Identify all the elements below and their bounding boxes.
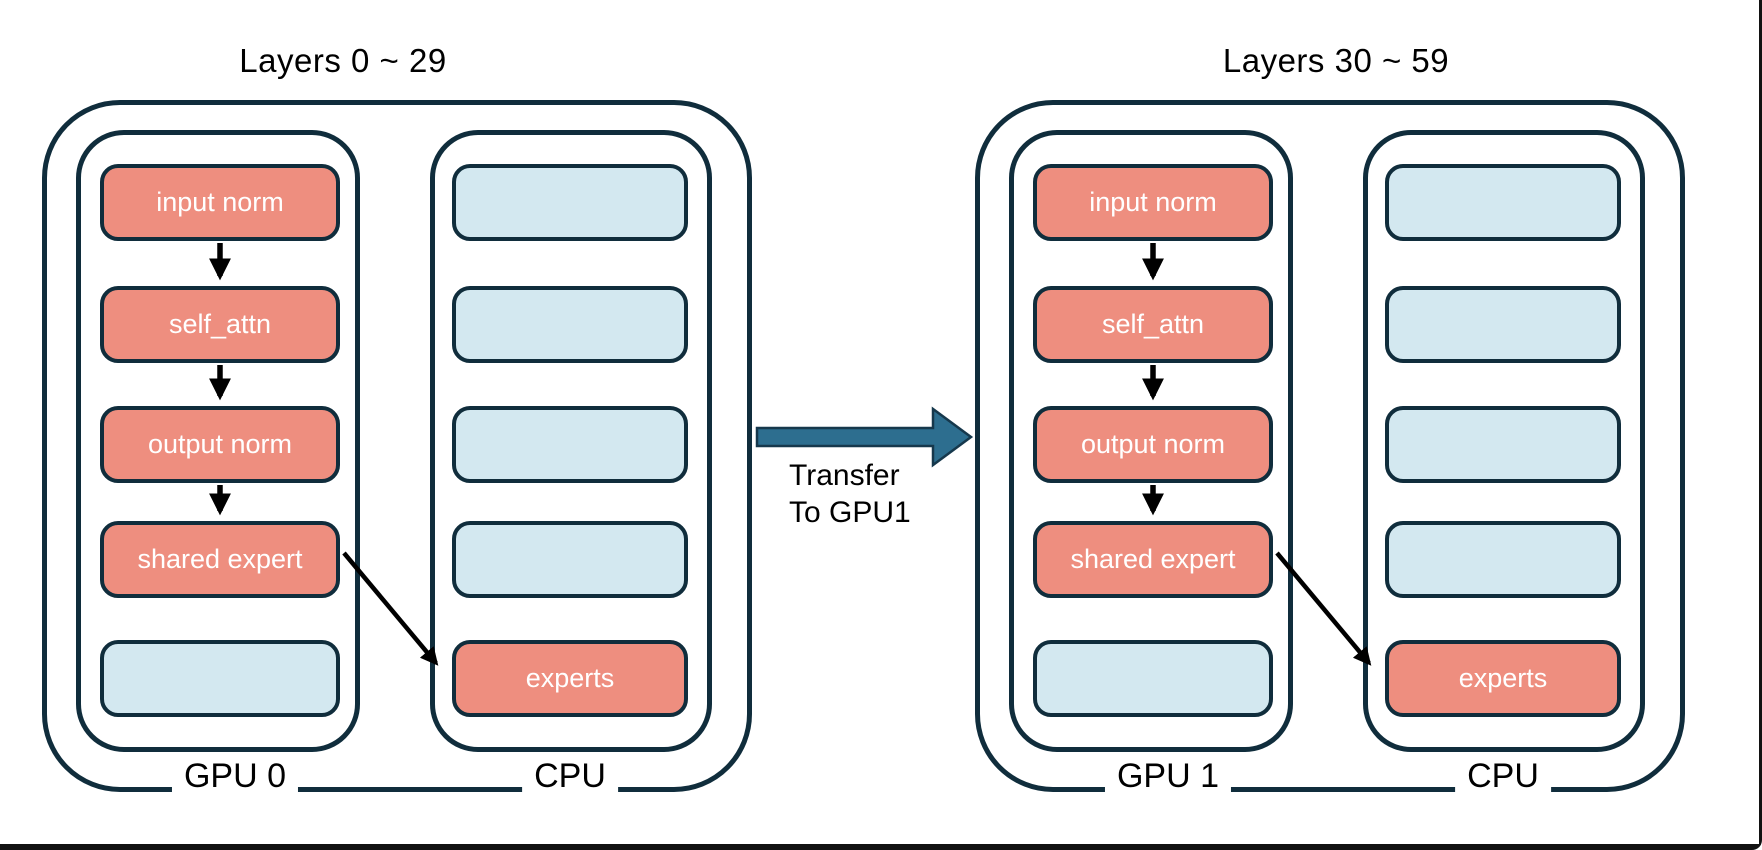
node-output-norm: output norm — [1033, 406, 1273, 483]
window-edge-right — [1759, 0, 1762, 850]
gpu1-label: GPU 1 — [1104, 756, 1232, 796]
node-empty-slot — [452, 286, 688, 363]
node-empty-slot — [452, 406, 688, 483]
node-input-norm: input norm — [1033, 164, 1273, 241]
node-empty-slot — [1385, 521, 1621, 598]
cpu-label: CPU — [522, 756, 618, 796]
transfer-label-line2: To GPU1 — [789, 496, 911, 529]
node-experts: experts — [1385, 640, 1621, 717]
node-empty-slot — [1385, 286, 1621, 363]
left-group-title: Layers 0 ~ 29 — [239, 42, 447, 79]
node-shared-expert: shared expert — [100, 521, 340, 598]
node-self-attn: self_attn — [100, 286, 340, 363]
node-input-norm: input norm — [100, 164, 340, 241]
node-experts: experts — [452, 640, 688, 717]
right-group-title: Layers 30 ~ 59 — [1222, 42, 1450, 79]
node-empty-slot — [1033, 640, 1273, 717]
node-empty-slot — [452, 521, 688, 598]
window-edge-bottom — [0, 844, 1762, 850]
cpu-label: CPU — [1455, 756, 1551, 796]
transfer-label-line1: Transfer — [789, 459, 900, 492]
node-shared-expert: shared expert — [1033, 521, 1273, 598]
node-output-norm: output norm — [100, 406, 340, 483]
node-empty-slot — [452, 164, 688, 241]
node-self-attn: self_attn — [1033, 286, 1273, 363]
transfer-arrow-label: Transfer To GPU1 — [789, 457, 911, 531]
gpu0-label: GPU 0 — [171, 756, 299, 796]
node-empty-slot — [1385, 406, 1621, 483]
node-empty-slot — [100, 640, 340, 717]
node-empty-slot — [1385, 164, 1621, 241]
layer-group-30-59: input norm self_attn output norm shared … — [933, 0, 1762, 850]
